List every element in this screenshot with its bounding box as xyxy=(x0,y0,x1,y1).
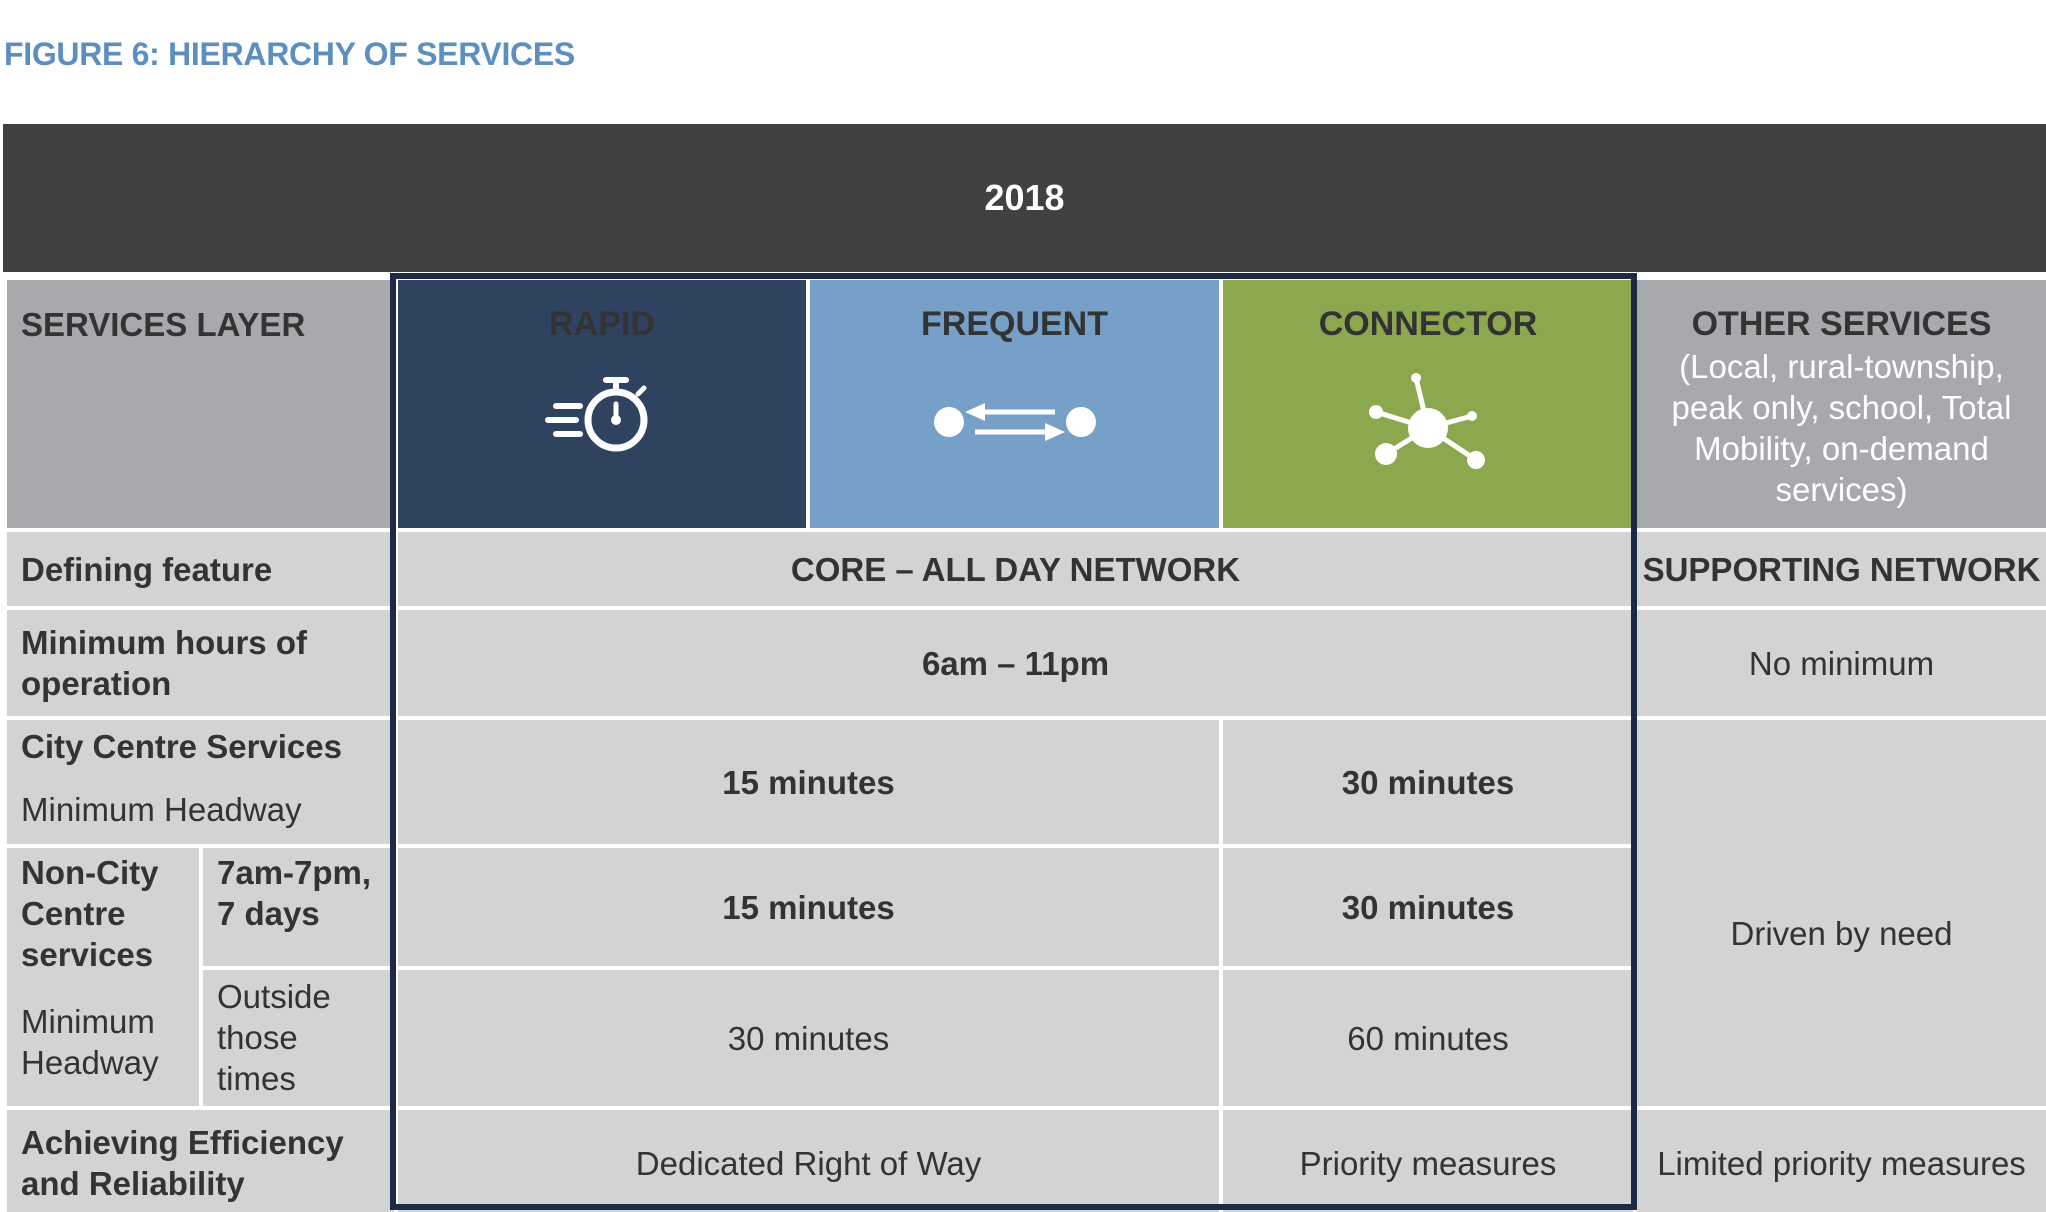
offpeak-times-label: Outside those times xyxy=(199,966,398,1110)
network-hub-icon xyxy=(1369,373,1485,469)
year-header: 2018 xyxy=(3,124,2046,272)
header-row: SERVICES LAYER RAPID xyxy=(3,276,2046,532)
efficiency-label: Achieving Efficiency and Reliability xyxy=(3,1106,398,1212)
two-way-arrows-icon xyxy=(933,403,1096,441)
table-row: Achieving Efficiency and Reliability Ded… xyxy=(3,1106,2046,1212)
defining-feature-label: Defining feature xyxy=(3,528,398,610)
services-layer-header: SERVICES LAYER xyxy=(3,276,398,532)
city-centre-sublabel: Minimum Headway xyxy=(21,791,302,828)
figure-title: FIGURE 6: HIERARCHY OF SERVICES xyxy=(4,36,575,72)
rapid-label: RAPID xyxy=(549,305,655,343)
minimum-hours-core: 6am – 11pm xyxy=(394,606,1637,720)
city-centre-label: City Centre Services xyxy=(21,728,342,765)
city-centre-rapid-frequent: 15 minutes xyxy=(394,716,1223,848)
frequent-label: FREQUENT xyxy=(921,305,1108,343)
offpeak-connector: 60 minutes xyxy=(1219,966,1637,1110)
offpeak-rapid-frequent: 30 minutes xyxy=(394,966,1223,1110)
efficiency-connector: Priority measures xyxy=(1219,1106,1637,1212)
peak-connector: 30 minutes xyxy=(1219,844,1637,970)
non-city-label-cell: Non-City Centre services Minimum Headway xyxy=(3,844,203,1110)
minimum-hours-other: No minimum xyxy=(1633,606,2046,720)
other-services-description: (Local, rural-township, peak only, schoo… xyxy=(1671,348,2012,508)
non-city-other: Driven by need xyxy=(1633,716,2046,1110)
defining-feature-core: CORE – ALL DAY NETWORK xyxy=(394,528,1637,610)
city-centre-connector: 30 minutes xyxy=(1219,716,1637,848)
efficiency-other: Limited priority measures xyxy=(1633,1106,2046,1212)
defining-feature-other: SUPPORTING NETWORK xyxy=(1633,528,2046,610)
frequent-header: FREQUENT xyxy=(806,276,1223,532)
stopwatch-icon xyxy=(545,377,648,452)
minimum-hours-label: Minimum hours of operation xyxy=(3,606,398,720)
other-services-header: OTHER SERVICES (Local, rural-township, p… xyxy=(1633,276,2046,532)
table-row: Defining feature CORE – ALL DAY NETWORK … xyxy=(3,528,2046,610)
efficiency-rapid-frequent: Dedicated Right of Way xyxy=(394,1106,1223,1212)
table-row: Non-City Centre services Minimum Headway… xyxy=(3,844,2046,1110)
hierarchy-table: SERVICES LAYER RAPID xyxy=(3,276,2046,1212)
services-layer-label: SERVICES LAYER xyxy=(21,306,306,343)
non-city-sublabel: Minimum Headway xyxy=(21,1003,159,1081)
peak-rapid-frequent: 15 minutes xyxy=(394,844,1223,970)
peak-times-label: 7am-7pm, 7 days xyxy=(199,844,398,970)
rapid-header: RAPID xyxy=(394,276,810,532)
table-row: Outside those times 30 minutes 60 minute… xyxy=(5,966,2046,1110)
other-services-label: OTHER SERVICES xyxy=(1691,305,1992,343)
connector-header: CONNECTOR xyxy=(1219,276,1637,532)
table-row: Minimum hours of operation 6am – 11pm No… xyxy=(3,606,2046,720)
year-label: 2018 xyxy=(984,177,1065,218)
table-row: City Centre Services Minimum Headway 15 … xyxy=(3,716,2046,1110)
connector-label: CONNECTOR xyxy=(1318,305,1538,343)
city-centre-label-cell: City Centre Services Minimum Headway xyxy=(3,716,398,848)
non-city-label: Non-City Centre services xyxy=(21,854,159,973)
